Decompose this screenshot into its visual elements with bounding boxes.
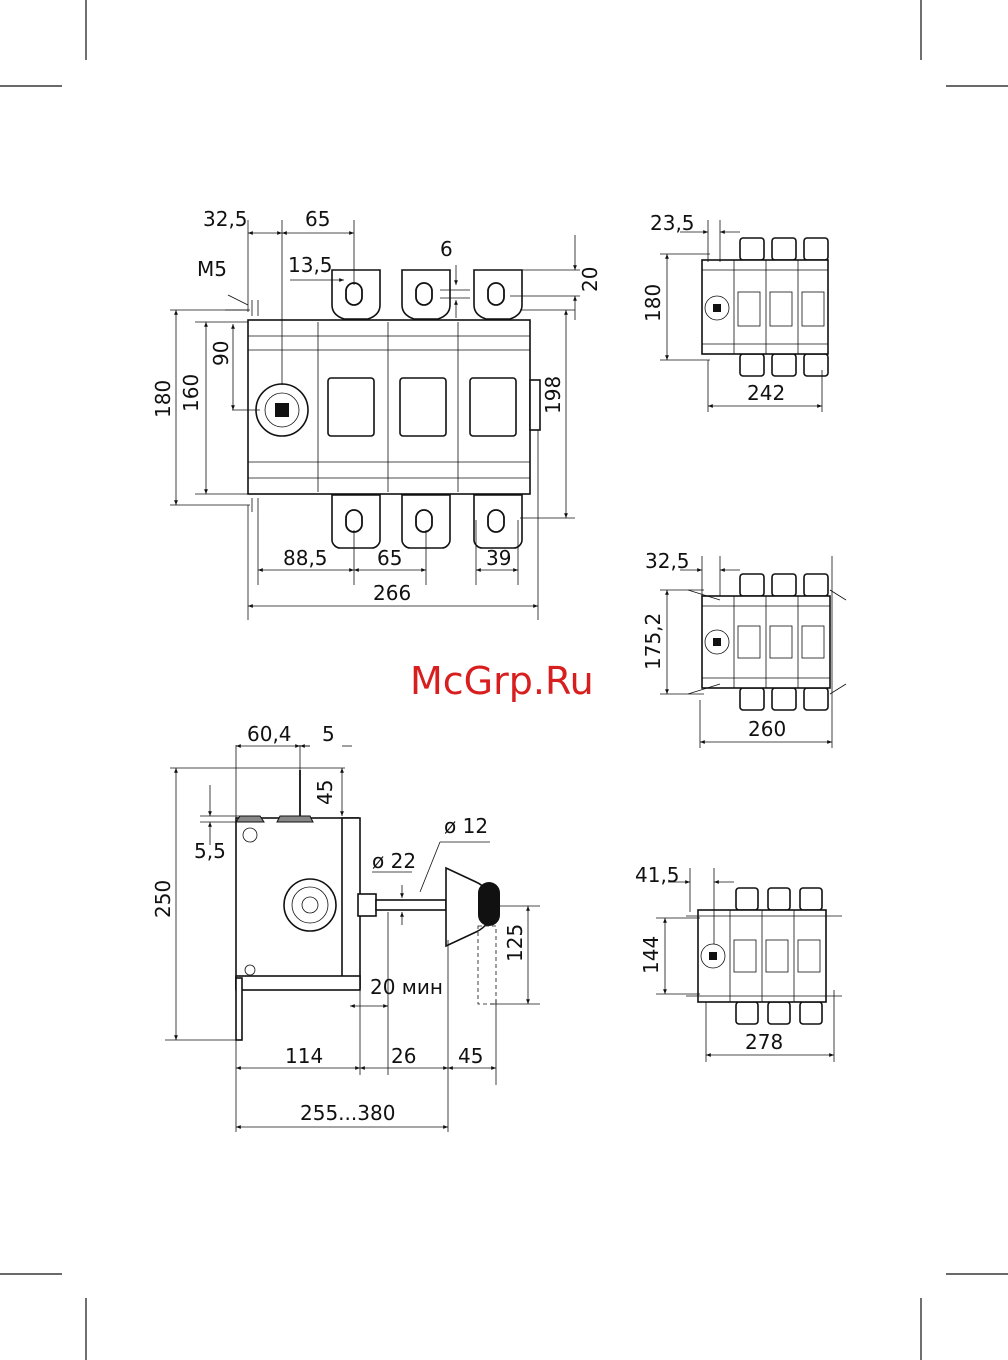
dim-32-5-small: 32,5: [645, 549, 690, 573]
dim-23-5: 23,5: [650, 211, 695, 235]
dim-20: 20: [578, 267, 602, 292]
small-view-2: 32,5 175,2 260: [641, 549, 846, 748]
dim-90: 90: [209, 341, 233, 366]
side-view: 60,4 5 45 5,5 250 ø 12 ø 22 125 20 мин 1…: [151, 722, 540, 1132]
top-view: 32,5 65 13,5 M5 6 20 90 180 160 198 88,5…: [151, 207, 602, 620]
dim-125: 125: [503, 924, 527, 962]
dim-26: 26: [391, 1044, 416, 1068]
dim-114: 114: [285, 1044, 323, 1068]
dim-198: 198: [541, 376, 565, 414]
dim-dia-12: ø 12: [444, 814, 488, 838]
label-m5: M5: [197, 257, 227, 281]
dim-45-horizontal: 45: [458, 1044, 483, 1068]
dim-20-min: 20 мин: [370, 975, 443, 999]
dim-5: 5: [322, 722, 335, 746]
dim-41-5: 41,5: [635, 863, 680, 887]
dim-dia-22: ø 22: [372, 849, 416, 873]
dim-180: 180: [151, 380, 175, 418]
small-view-3: 41,5 144 278: [635, 863, 842, 1062]
small-view-1: 23,5 180 242: [641, 211, 828, 412]
dim-175-2: 175,2: [641, 613, 665, 670]
dim-65-top: 65: [305, 207, 330, 231]
dim-39: 39: [486, 546, 511, 570]
dim-255-380: 255...380: [300, 1101, 395, 1125]
dim-32-5: 32,5: [203, 207, 248, 231]
dim-13-5: 13,5: [288, 253, 333, 277]
dim-45-vertical: 45: [313, 780, 337, 805]
dim-60-4: 60,4: [247, 722, 292, 746]
dim-242: 242: [747, 381, 785, 405]
dim-88-5: 88,5: [283, 546, 328, 570]
dim-144: 144: [639, 936, 663, 974]
dim-160: 160: [179, 374, 203, 412]
dim-6: 6: [440, 237, 453, 261]
dim-65-bottom: 65: [377, 546, 402, 570]
dim-278: 278: [745, 1030, 783, 1054]
dim-5-5: 5,5: [194, 839, 226, 863]
dim-260: 260: [748, 717, 786, 741]
dim-250: 250: [151, 880, 175, 918]
watermark: McGrp.Ru: [410, 659, 594, 703]
dim-180-small: 180: [641, 284, 665, 322]
dim-266: 266: [373, 581, 411, 605]
